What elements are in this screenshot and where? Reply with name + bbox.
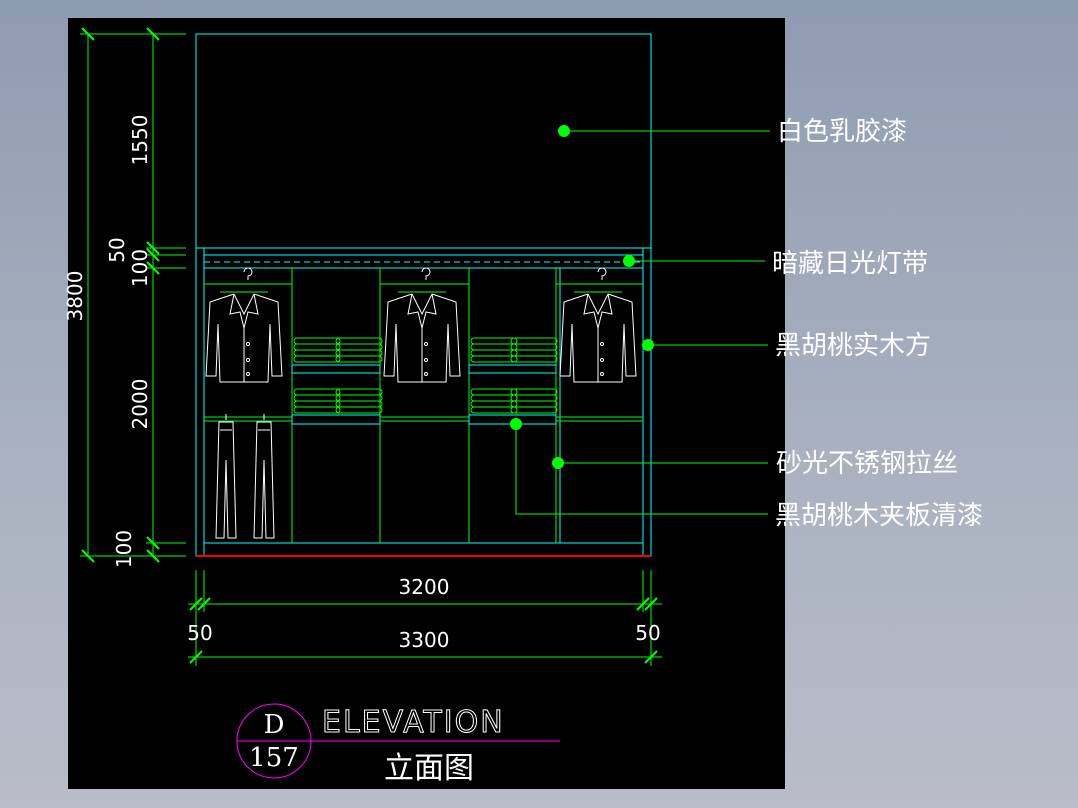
cabinet-compartments xyxy=(204,268,643,543)
callout-walnut-solid-wood: 黑胡桃实木方 xyxy=(775,331,931,361)
title-number: 157 xyxy=(249,743,299,773)
dim-band-a: 50 xyxy=(105,237,129,262)
callout-dots xyxy=(510,125,654,469)
title-block xyxy=(236,703,560,779)
left-dimensions xyxy=(80,27,186,563)
dim-side-right: 50 xyxy=(635,621,660,645)
dim-top-section: 1550 xyxy=(128,115,152,166)
dim-outer-width: 3300 xyxy=(399,628,450,652)
drawing-background xyxy=(68,18,785,789)
dim-side-left: 50 xyxy=(187,621,212,645)
dim-base: 100 xyxy=(112,530,136,568)
dim-band-b: 100 xyxy=(128,249,152,287)
title-english: ELEVATION xyxy=(322,705,505,740)
bottom-dimensions xyxy=(188,570,662,666)
callout-leaders xyxy=(515,130,770,515)
dim-inner-width: 3200 xyxy=(399,575,450,599)
callout-walnut-plywood: 黑胡桃木夹板清漆 xyxy=(775,501,983,531)
callout-hidden-light-strip: 暗藏日光灯带 xyxy=(772,249,928,279)
title-letter: D xyxy=(264,710,285,740)
callout-white-latex-paint: 白色乳胶漆 xyxy=(777,117,907,147)
callout-brushed-steel: 砂光不锈钢拉丝 xyxy=(776,449,958,479)
title-chinese: 立面图 xyxy=(384,751,474,786)
cabinet-outline xyxy=(195,33,652,557)
dim-total-height: 3800 xyxy=(63,271,87,322)
dim-middle-section: 2000 xyxy=(128,379,152,430)
